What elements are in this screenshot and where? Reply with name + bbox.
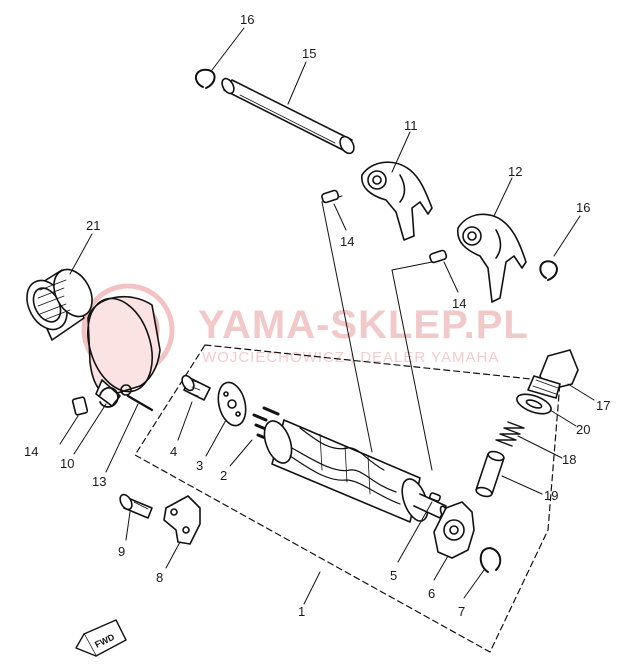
dowel-pin-middle — [429, 249, 448, 264]
guide-line-right — [391, 269, 433, 471]
stopper-spring-10 — [99, 386, 119, 408]
leader-16b — [553, 215, 581, 257]
leader-13 — [105, 403, 139, 473]
leader-8 — [165, 541, 181, 569]
leader-14a — [59, 415, 79, 445]
dowel-pin-left — [71, 396, 89, 416]
leader-11 — [391, 131, 411, 173]
shift-fork-11 — [361, 161, 433, 241]
pin-rod-13 — [126, 394, 154, 412]
screw-9 — [119, 493, 153, 519]
callout-14-left: 14 — [24, 444, 38, 459]
pin-5 — [429, 492, 441, 502]
leader-4 — [177, 401, 193, 441]
guide-line-left — [321, 201, 373, 453]
circlip-top-left — [195, 68, 216, 89]
leader-19 — [501, 475, 543, 495]
leader-18 — [517, 435, 563, 459]
circlip-7 — [479, 547, 502, 573]
leader-14b — [333, 203, 347, 231]
callout-3: 3 — [196, 458, 203, 473]
callout-10: 10 — [60, 456, 74, 471]
leader-16a — [211, 27, 245, 71]
callout-2: 2 — [220, 468, 227, 483]
callout-1: 1 — [298, 604, 305, 619]
callout-21: 21 — [86, 218, 100, 233]
leader-6 — [433, 555, 449, 581]
leader-1 — [303, 571, 321, 605]
fwd-direction-arrow — [75, 619, 127, 657]
callout-14-middle: 14 — [452, 296, 466, 311]
callout-11: 11 — [404, 118, 418, 133]
watermark-subtitle: WOJCIECHOWICZ | DEALER YAMAHA — [202, 349, 499, 366]
guide-line-14b — [391, 261, 433, 271]
callout-5: 5 — [390, 568, 397, 583]
callout-18: 18 — [562, 452, 576, 467]
segment-plate-8 — [163, 495, 201, 545]
dowel-pin-upper — [321, 189, 340, 204]
callout-20: 20 — [576, 422, 590, 437]
watermark-title: YAMA-SKLEP.PL — [198, 303, 529, 347]
callout-16-right: 16 — [576, 200, 590, 215]
assembly-dashed-outline — [134, 344, 561, 653]
callout-8: 8 — [156, 570, 163, 585]
callout-13: 13 — [92, 474, 106, 489]
leader-2 — [229, 439, 253, 467]
needle-bearing — [26, 268, 93, 341]
callout-6: 6 — [428, 586, 435, 601]
callout-9: 9 — [118, 544, 125, 559]
leader-14c — [443, 261, 459, 293]
shift-drum — [263, 419, 449, 523]
leader-7 — [463, 569, 485, 599]
callout-15: 15 — [302, 46, 316, 61]
callout-16-top: 16 — [240, 12, 254, 27]
callout-labels: 1 2 3 4 5 6 7 8 9 10 11 12 13 14 14 14 1… — [24, 12, 610, 619]
leader-17 — [567, 383, 595, 401]
washer-20-hole — [525, 399, 543, 409]
callout-12: 12 — [508, 164, 522, 179]
callout-19: 19 — [544, 488, 558, 503]
stopper-plate-6 — [433, 501, 475, 559]
callout-4: 4 — [170, 444, 177, 459]
leader-3 — [205, 419, 227, 457]
shift-fork-guide-bar — [221, 77, 355, 155]
leader-21 — [69, 233, 93, 275]
leader-9 — [125, 511, 131, 541]
shift-fork-12 — [456, 213, 527, 303]
circlip-right — [539, 260, 558, 281]
cam-plate-3 — [217, 381, 247, 427]
leader-10 — [73, 403, 107, 455]
leader-20 — [549, 409, 577, 427]
leader-5 — [397, 501, 433, 563]
bolt-4 — [181, 374, 211, 401]
leader-15 — [287, 61, 307, 105]
drum-segment-housing — [87, 295, 161, 407]
callout-14-upper: 14 — [340, 234, 354, 249]
leader-12 — [493, 177, 513, 217]
plug-bolt-17 — [527, 349, 579, 399]
callout-7: 7 — [458, 604, 465, 619]
spring-18 — [495, 421, 525, 447]
plunger-19 — [475, 450, 505, 498]
callout-17: 17 — [596, 398, 610, 413]
